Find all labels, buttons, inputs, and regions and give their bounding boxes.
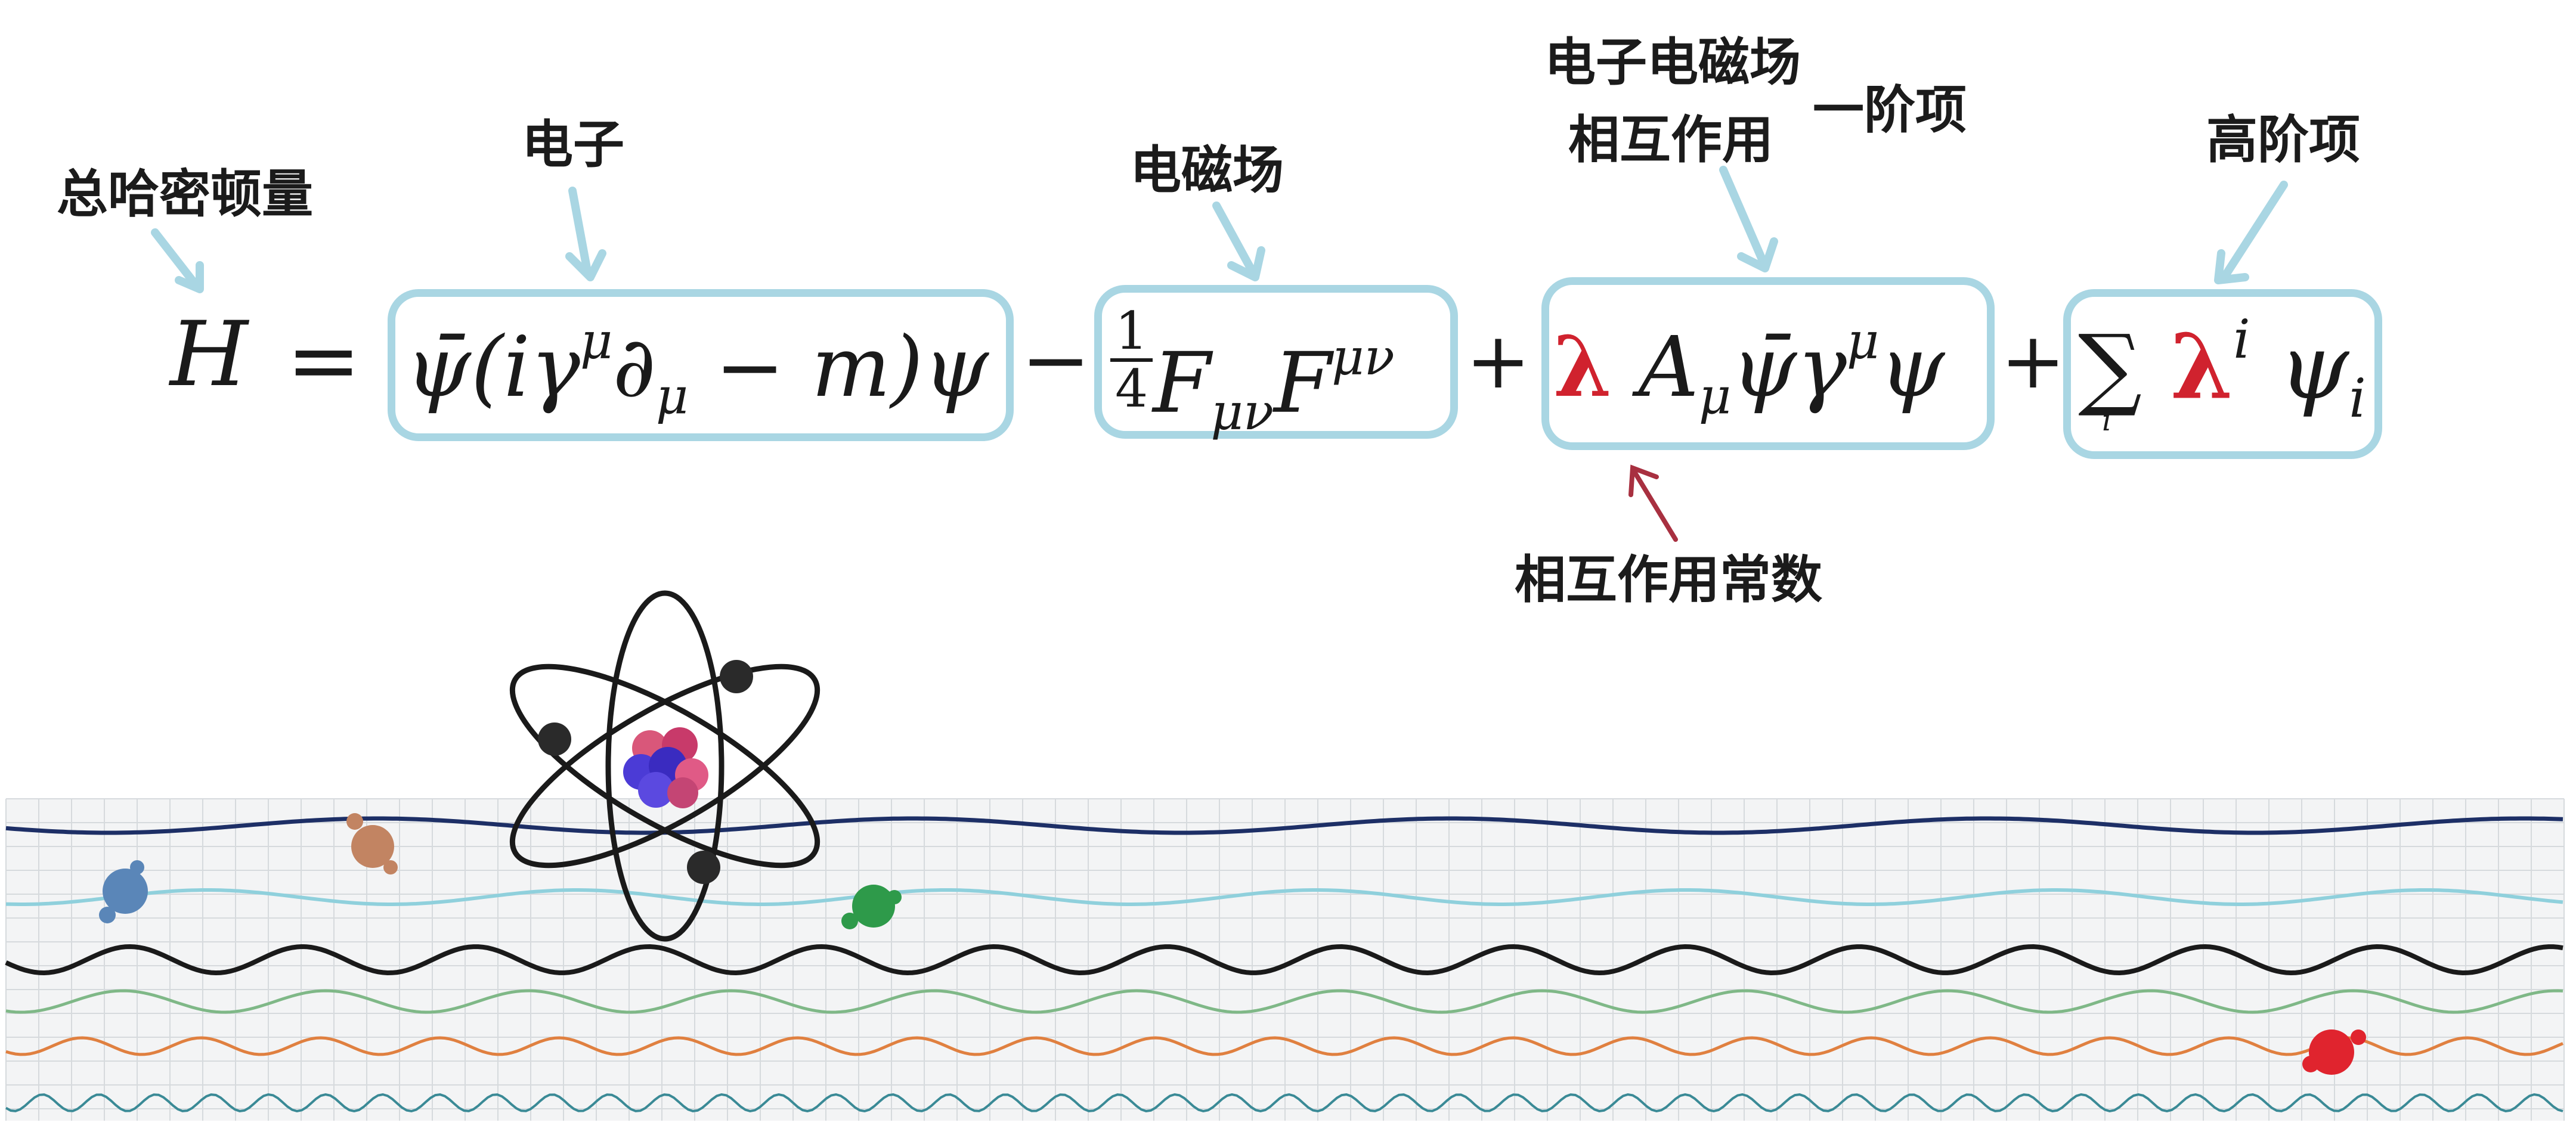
label-em-field: 电磁场: [1130, 141, 1284, 200]
partial-symbol: ∂: [612, 319, 656, 416]
label-higher-order: 高阶项: [2206, 110, 2360, 170]
fraction-numerator: 1: [1110, 304, 1153, 362]
em-field-term-box: [1094, 285, 1458, 439]
equals-sign: =: [286, 309, 361, 413]
wave-navy: [5, 816, 2563, 835]
gauge-field-index: μ: [1698, 367, 1732, 426]
arrow-to-lambda: [1628, 464, 1678, 542]
blue-particle: [99, 860, 148, 923]
arrow-to-electron-term: [565, 187, 606, 281]
interaction-term: λ Aμψ̄γμψ: [1553, 316, 1945, 421]
wave-black: [5, 944, 2563, 976]
wave-green: [5, 989, 2563, 1014]
wave-orange: [5, 1036, 2563, 1056]
wave-grid: [5, 798, 2565, 1121]
fraction-denominator: 4: [1115, 359, 1148, 420]
lambda-exponent: i: [2233, 308, 2250, 371]
gamma-index: μ: [1846, 312, 1880, 370]
higher-order-term: ∑i λi ψi: [2078, 313, 2366, 438]
atom-nucleus: [623, 727, 708, 808]
red-particle: [2302, 1029, 2366, 1075]
field-tensor-upper: F: [1274, 334, 1332, 432]
field-tensor-lower-index: μν: [1210, 383, 1274, 442]
arrow-to-H: [151, 228, 204, 293]
electron-term: ψ̄(iγμ∂μ − m)ψ: [405, 316, 989, 421]
gamma-mu-sup: μ: [580, 312, 613, 370]
label-coupling-constant: 相互作用常数: [1515, 550, 1822, 610]
psi-field: ψ: [1879, 319, 1945, 416]
sum-index: i: [2102, 402, 2111, 438]
lambda-coupling: λ: [1553, 318, 1612, 416]
minus-sign: −: [1021, 312, 1091, 409]
higher-order-term-box: [2063, 289, 2382, 459]
sum-symbol: ∑i: [2078, 315, 2142, 438]
field-tensor-lower: F: [1153, 334, 1211, 432]
label-electron: 电子: [522, 115, 624, 175]
psi-i: ψ: [2278, 315, 2349, 420]
field-tensor-upper-index: μν: [1332, 327, 1395, 386]
electron-term-box: [388, 289, 1014, 441]
wave-cyan: [5, 888, 2563, 906]
green-particle: [841, 885, 902, 929]
interaction-term-box: [1541, 277, 1995, 450]
label-interaction-title-1: 电子电磁场: [1544, 33, 1801, 92]
wave-teal: [5, 1093, 2563, 1113]
plus-sign-2: +: [2001, 315, 2066, 406]
psi-i-index: i: [2349, 367, 2366, 430]
hamiltonian-symbol: H: [170, 303, 248, 407]
label-total-hamiltonian: 总哈密顿量: [57, 165, 313, 224]
psi-bar: ψ̄: [405, 319, 471, 416]
brown-particle: [346, 813, 398, 874]
label-interaction-title-2: 相互作用: [1568, 110, 1773, 170]
arrow-to-em-field-term: [1212, 201, 1265, 281]
plus-sign-1: +: [1466, 315, 1531, 406]
label-first-order: 一阶项: [1813, 80, 1967, 140]
lambda-power: λ: [2170, 314, 2233, 420]
atom-electrons: [538, 660, 753, 884]
partial-mu-sub: μ: [655, 367, 689, 426]
electron-term-body: (iγ: [470, 319, 580, 416]
psibar-gamma: ψ̄γ: [1731, 319, 1847, 416]
gauge-field-A: A: [1638, 319, 1699, 416]
electron-term-end: − m)ψ: [688, 319, 989, 416]
arrow-to-higher-order-term: [2214, 181, 2288, 284]
arrow-to-interaction-term: [1719, 166, 1778, 272]
